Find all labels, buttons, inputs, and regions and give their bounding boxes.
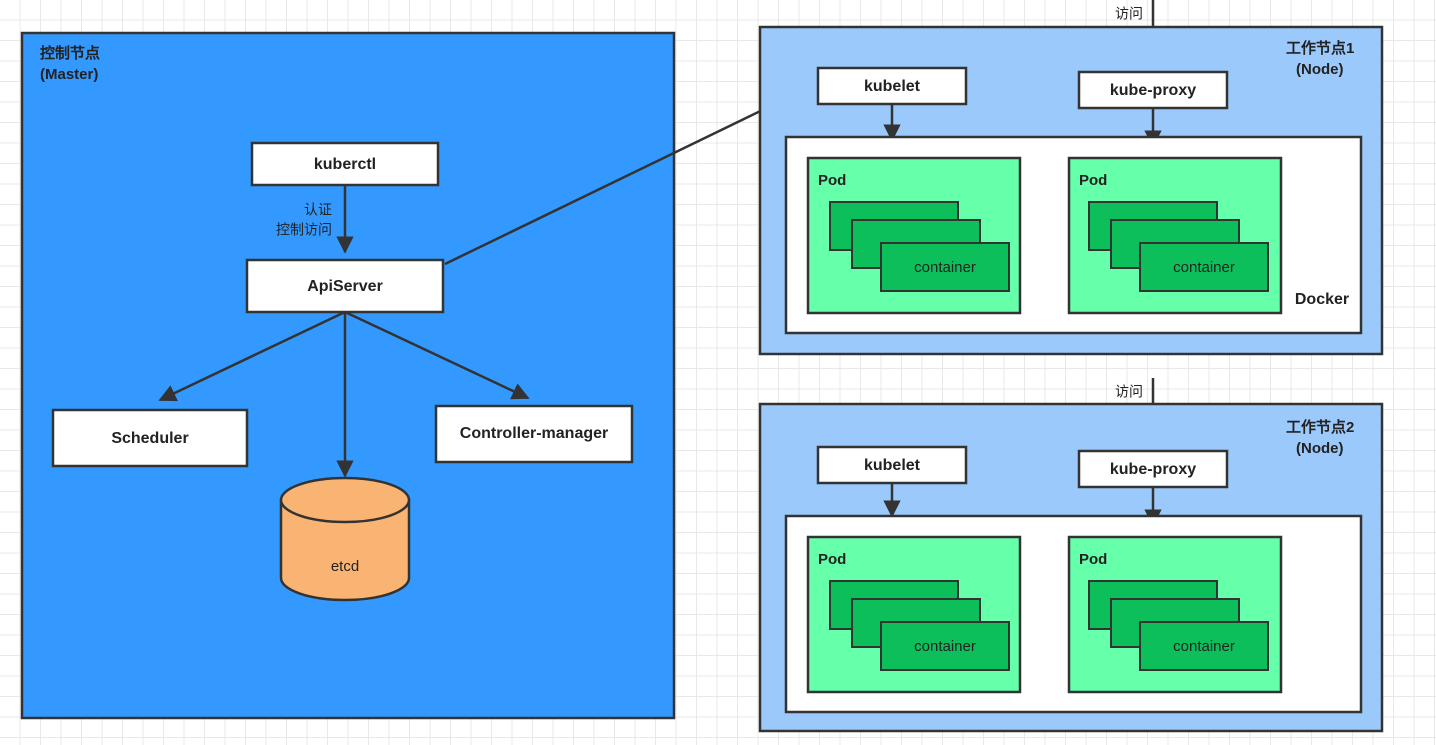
edge-label-auth-line2: 控制访问 [276,222,332,238]
node2-kubeproxy-label: kube-proxy [1110,461,1196,478]
scheduler-box[interactable]: Scheduler [51,408,249,468]
node2-kubelet-box[interactable]: kubelet [816,445,968,485]
master-zone[interactable]: 控制节点 (Master) [20,31,676,720]
node1-pod-2-container-label: container [1173,259,1235,276]
node1-access-label: 访问 [1115,6,1143,22]
edge-apiserver-scheduler [158,310,346,402]
apiserver-label: ApiServer [307,278,383,295]
apiserver-box[interactable]: ApiServer [245,258,445,314]
node2-title-en: (Node) [1296,440,1344,457]
edge-apiserver-controller-manager [344,310,530,400]
node1-kubelet-box[interactable]: kubelet [816,66,968,106]
scheduler-label: Scheduler [111,430,188,447]
node1-pod-2[interactable]: Pod container [1067,156,1283,315]
edge-kuberctl-apiserver: 认证 控制访问 [276,185,354,254]
node1-pod-1[interactable]: Pod container [806,156,1022,315]
master-zone-title-cn: 控制节点 [40,44,100,62]
node2-pod-2-label: Pod [1079,551,1107,568]
edge-label-auth-line1: 认证 [304,202,332,218]
node2-pod-1-container-label: container [914,638,976,655]
node2-pod-2-container-label: container [1173,638,1235,655]
node1-docker-label: Docker [1295,291,1349,308]
node1-title-en: (Node) [1296,61,1344,78]
etcd-cylinder[interactable]: etcd [279,476,411,602]
node1-kubeproxy-box[interactable]: kube-proxy [1077,70,1229,110]
node1-pod-2-label: Pod [1079,172,1107,189]
node2-pod-1[interactable]: Pod container [806,535,1022,694]
master-zone-title-en: (Master) [40,66,98,83]
node1-kubelet-label: kubelet [864,78,921,95]
node2-access-label: 访问 [1115,384,1143,400]
node1-pod-1-container-label: container [914,259,976,276]
node2-kubeproxy-box[interactable]: kube-proxy [1077,449,1229,489]
node1-kubeproxy-label: kube-proxy [1110,82,1196,99]
node2-kubelet-label: kubelet [864,457,921,474]
edge-apiserver-node1-kubelet [444,84,814,266]
kuberctl-box[interactable]: kuberctl [250,141,440,187]
node1-title-cn: 工作节点1 [1286,39,1354,57]
node2-title-cn: 工作节点2 [1286,418,1354,436]
etcd-label: etcd [331,558,359,575]
kuberctl-label: kuberctl [314,156,376,173]
node2-pod-1-label: Pod [818,551,846,568]
controller-manager-box[interactable]: Controller-manager [434,404,634,464]
node1-pod-1-label: Pod [818,172,846,189]
node2-pod-2[interactable]: Pod container [1067,535,1283,694]
controller-manager-label: Controller-manager [460,425,608,442]
